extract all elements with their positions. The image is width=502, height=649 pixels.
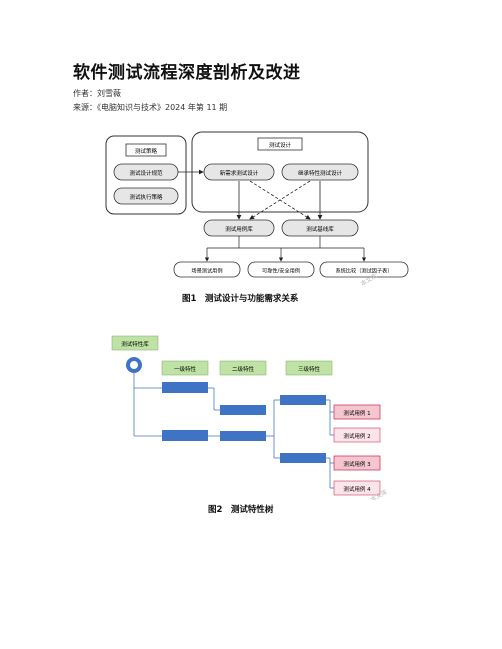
cross-arrow-2 [249,180,311,220]
level-2-node-2 [220,431,266,441]
level-1-node-2 [162,430,208,441]
test-execution-strategy-node [113,187,179,205]
inherited-feature-design-node [281,163,359,181]
test-design-spec-label: 测试设计规范 [129,169,163,177]
design-group-label: 测试设计 [269,141,292,149]
figure-2-diagram: 测试特性库 一级特性 二级特性 三级特性 [111,335,389,504]
strategy-group-box [105,135,187,215]
figure-1-diagram: 测试策略 测试设计规范 测试执行策略 测试设计 新需求测试设计 继承特性测试设计… [105,131,409,288]
reliability-case-node [247,261,315,278]
level-3-node-2 [280,453,326,463]
level-1-label-box [161,360,209,376]
level-3-label: 三级特性 [298,365,321,373]
root-node-inner [130,361,138,369]
new-requirement-design-node [203,163,275,181]
case-box-4 [333,480,381,496]
case-box-1 [333,404,381,420]
level-2-label-box [219,360,267,376]
case-label-4: 测试用例 4 [343,485,371,493]
inherited-feature-design-label: 继承特性测试设计 [298,169,343,177]
test-case-library-label: 测试用例库 [225,225,253,233]
new-requirement-design-label: 新需求测试设计 [220,169,259,177]
root-label-box [111,335,159,351]
scenario-case-label: 场景测试用例 [191,267,222,275]
figure-2-caption: 图2 测试特性树 [208,505,274,515]
system-compare-node [319,261,409,278]
figure-1-caption: 图1 测试设计与功能需求关系 [182,294,299,304]
strategy-group-label-box [125,143,167,157]
test-execution-strategy-label: 测试执行策略 [129,193,163,201]
level-2-label: 二级特性 [232,365,255,373]
reliability-case-label: 可靠性/安全用例 [262,267,300,275]
case-label-3: 测试用例 3 [343,460,371,468]
source-line: 来源：《电脑知识与技术》2024 年第 11 期 [73,103,228,112]
figure-2: 测试特性库 一级特性 二级特性 三级特性 [110,330,400,504]
level-3-label-box [285,360,333,376]
author-line: 作者：刘雪薇 [73,89,121,98]
document-title: 软件测试流程深度剖析及改进 [73,63,301,83]
scenario-case-node [173,261,241,278]
level-2-node-1 [220,405,266,415]
case-label-1: 测试用例 1 [343,409,370,417]
case-box-2 [333,427,381,443]
root-label: 测试特性库 [121,340,149,348]
design-group-label-box [257,137,303,151]
level-1-label: 一级特性 [174,365,197,373]
level-3-node-1 [280,395,326,405]
level-1-node-1 [162,382,208,393]
strategy-group-label: 测试策略 [135,147,158,155]
test-baseline-library-label: 测试基线库 [306,225,334,233]
figure-1: 测试策略 测试设计规范 测试执行策略 测试设计 新需求测试设计 继承特性测试设计… [100,128,420,288]
case-box-3 [333,455,381,471]
system-compare-label: 系统比较（测试因子表） [335,267,392,275]
case-label-2: 测试用例 2 [343,432,370,440]
